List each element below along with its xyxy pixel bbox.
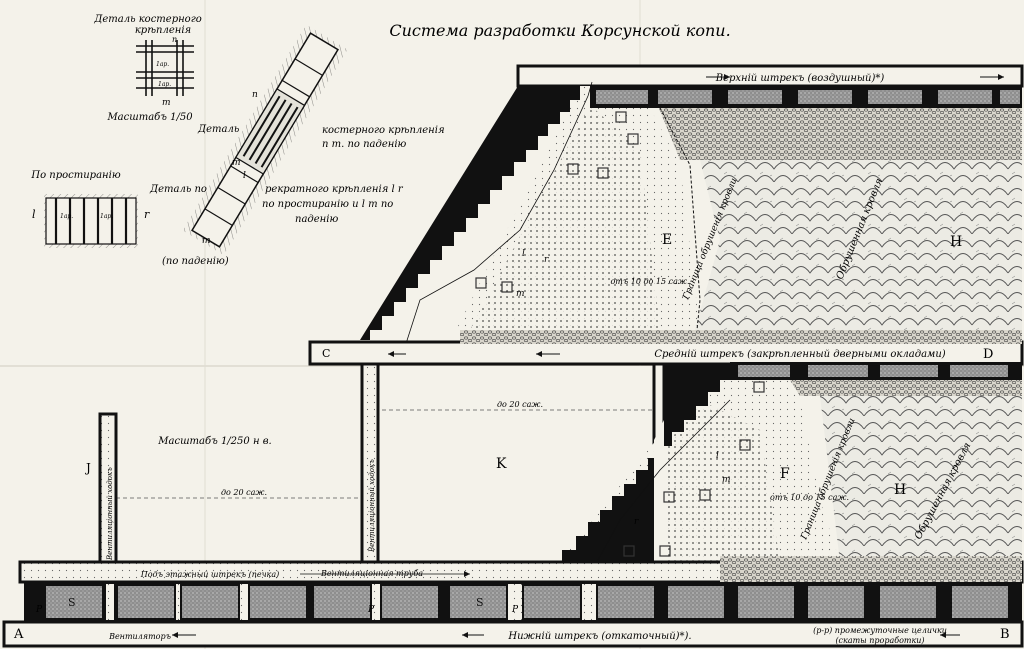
- detail-top-subtitle: крѣпленія: [135, 25, 191, 36]
- detail-top-m-mark: m: [162, 98, 171, 108]
- detail-strike-cell: 1ар.: [100, 213, 113, 220]
- zone-e: E: [662, 232, 672, 248]
- ventilator-label: Вентиляторъ: [108, 632, 171, 641]
- middle-drift: C D Средній штрекъ (закрѣпленный дверным…: [308, 330, 1024, 366]
- mark-s: S: [68, 596, 76, 609]
- zone-h-upper: H: [950, 234, 962, 250]
- stope-dense-dots: [470, 105, 660, 330]
- detail-strike-title: По простиранію: [30, 170, 120, 181]
- detail-diagonal: Деталь костерного крѣпленія n m. по паде…: [149, 24, 445, 267]
- detail-diag-text: n m. по паденію: [322, 139, 407, 150]
- upper-r: r: [544, 255, 549, 265]
- detail-diag-n: n: [252, 90, 258, 100]
- lower-drift-label: Нижній штрекъ (откаточный)*).: [507, 631, 691, 642]
- detail-strike-r: r: [144, 208, 150, 221]
- middle-pillars: [730, 362, 1022, 380]
- upper-l: l: [522, 249, 525, 259]
- detail-diag-m: m: [232, 158, 241, 168]
- detail-diag-text: паденію: [295, 214, 338, 225]
- detail-diag-text: костерного крѣпленія: [322, 125, 445, 136]
- detail-diag-caption: (по паденію): [162, 256, 229, 267]
- lower-drift: [2, 620, 1024, 648]
- pipe-label: Вентиляціонная труба: [320, 569, 423, 578]
- detail-top: Деталь костерного крѣпленія n m 1ар. 1ар…: [93, 14, 202, 123]
- detail-diag-l: l: [243, 171, 246, 181]
- detail-top-title: Деталь костерного: [93, 14, 202, 25]
- flow-arrow: [388, 351, 394, 357]
- detail-top-scale: Масштабъ 1/50: [106, 112, 193, 123]
- zone-f: F: [780, 466, 790, 482]
- flow-arrow: [940, 632, 946, 638]
- mark-p: P: [35, 605, 43, 615]
- detail-strike-l: l: [32, 208, 36, 221]
- mark-j: J: [84, 461, 91, 475]
- lower-distance: отъ 10 до 15 саж.: [770, 493, 849, 502]
- flow-arrow: [462, 632, 468, 638]
- vent-shaft-label: Вентиляціонный ходокъ: [368, 459, 376, 553]
- mark-p2: P: [367, 605, 375, 615]
- mark-d: D: [983, 347, 993, 362]
- upper-m: m: [516, 289, 525, 299]
- mark-p3: P: [511, 605, 519, 615]
- lower-scale: Масштабъ 1/250 н в.: [157, 436, 271, 447]
- detail-top-cell: 1ар.: [156, 61, 169, 68]
- lower-r: r: [634, 517, 639, 527]
- dist-top: до 20 саж.: [497, 400, 543, 409]
- detail-diag-text: Деталь по: [149, 184, 207, 195]
- lower-pillars: [24, 582, 1022, 622]
- mark-c: C: [322, 347, 330, 360]
- zone-k: K: [496, 456, 507, 472]
- aux-drift-label: Подъ этажный штрекъ (печка): [140, 570, 279, 579]
- detail-diag-text: рекратного крѣпленія l r: [265, 184, 404, 195]
- collapsed-roof-lower: [820, 396, 1022, 562]
- upper-distance: отъ 10 до 15 саж.: [610, 277, 689, 286]
- upper-section: Верхній штрекъ (воздушный)*) Граница обр…: [360, 64, 1024, 357]
- diagram-title: Система разработки Корсунской копи.: [389, 21, 730, 40]
- stope-wall-lower: [548, 364, 730, 564]
- dist-left: до 20 саж.: [221, 488, 267, 497]
- mark-b: B: [1000, 627, 1010, 642]
- detail-diag-text: по простиранію и l m по: [262, 199, 393, 210]
- lower-m: m: [722, 475, 731, 485]
- stope-wall: [360, 86, 580, 340]
- lower-cribs: [623, 381, 765, 557]
- collapsed-roof: [695, 160, 1022, 330]
- detail-diag-text: Деталь: [197, 124, 239, 135]
- upper-cribs: [475, 111, 639, 293]
- middle-drift-label: Средній штрекъ (закрѣпленный дверными ок…: [654, 349, 945, 360]
- lower-l: l: [716, 451, 719, 461]
- detail-strike: По простиранію l r 1ар. 1ар.: [30, 170, 150, 248]
- flow-arrow: [172, 632, 178, 638]
- detail-diag-m2: m: [202, 236, 211, 246]
- pillar-note-2: (скаты проработки): [835, 636, 924, 645]
- zone-h-lower: H: [894, 482, 906, 498]
- detail-strike-cell: 1ар.: [60, 213, 73, 220]
- mark-s2: S: [476, 596, 484, 609]
- detail-top-n-mark: n: [172, 35, 177, 44]
- vent-shaft-label-j: Вентиляціонный ходокъ: [106, 467, 114, 561]
- lower-section: Масштабъ 1/250 н в. K до 20 саж. до 20 с…: [2, 362, 1024, 648]
- pillar-note-1: (p-p) промежуточные целички: [813, 626, 947, 635]
- mark-a: A: [13, 627, 24, 642]
- upper-drift-label: Верхній штрекъ (воздушный)*): [715, 73, 885, 84]
- flow-arrow: [536, 351, 542, 357]
- upper-pillars: [590, 86, 1022, 108]
- detail-top-cell: 1ар.: [158, 81, 171, 88]
